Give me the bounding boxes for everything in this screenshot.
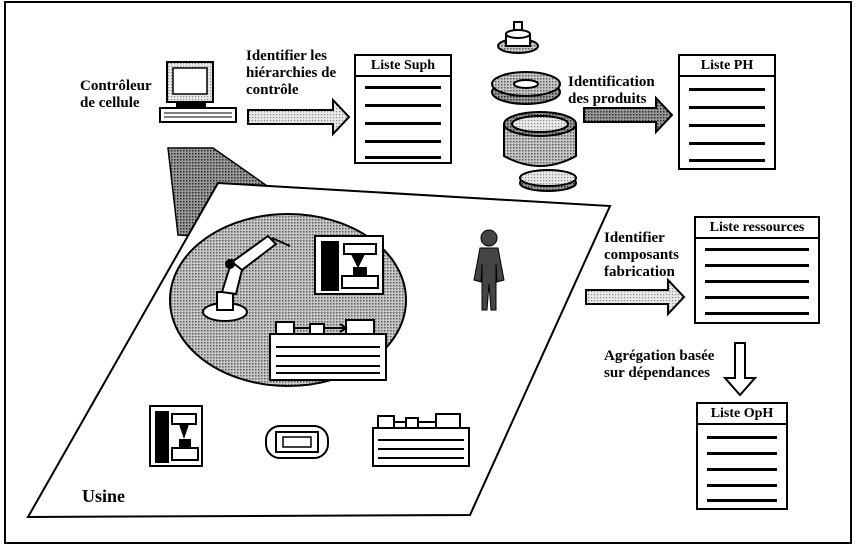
list-suph: Liste Suph [354,54,452,164]
label-identify-components: Identifier composants fabrication [604,230,679,281]
list-line [365,86,441,89]
machine-tool-icon [314,235,384,295]
list-line [689,124,765,127]
product-parts-icon [491,21,577,192]
computer-icon [159,61,237,123]
list-title: Liste PH [680,56,774,77]
label-product-identification: Identification des produits [568,74,655,108]
list-line [705,264,809,267]
list-line [707,468,777,471]
label-line: hiérarchies de [246,65,337,81]
list-title: Liste ressources [696,218,818,239]
arrow-aggregation [722,342,758,397]
label-line: Identifier [604,230,665,246]
list-resources: Liste ressources [694,216,820,324]
list-line [705,248,809,251]
conveyor-icon-2 [372,413,470,467]
list-line [705,312,809,315]
arrow-components [585,277,686,317]
list-line [689,142,765,145]
list-ph: Liste PH [678,54,776,170]
conveyor-icon [269,319,387,381]
outer-frame [4,1,852,544]
list-line [365,122,441,125]
list-title: Liste OpH [698,404,786,425]
list-line [689,106,765,109]
label-identify-hierarchies: Identifier les hiérarchies de contrôle [246,48,336,99]
operator-icon [473,229,505,311]
label-line: de cellule [80,95,140,111]
list-line [705,280,809,283]
list-line [707,436,777,439]
list-line [707,484,777,487]
list-line [689,159,765,162]
label-line: Identification [568,74,655,90]
list-line [365,156,441,159]
list-line [707,499,777,502]
label-line: sur dépendances [604,365,710,381]
label-line: Contrôleur [80,78,152,94]
label-plant: Usine [82,486,126,506]
robot-arm-icon [202,234,291,322]
arrow-hierarchies [247,97,351,137]
label-line: contrôle [246,82,299,98]
label-line: Identifier les [246,48,327,64]
label-line: des produits [568,91,647,107]
label-line: fabrication [604,264,675,280]
arrow-products [583,95,674,135]
list-line [689,88,765,91]
storage-icon [265,425,329,459]
list-line [365,140,441,143]
list-title: Liste Suph [356,56,450,77]
label-aggregation: Agrégation basée sur dépendances [604,348,714,382]
list-oph: Liste OpH [696,402,788,510]
label-line: composants [604,247,680,263]
label-line: Agrégation basée [604,348,715,364]
list-line [707,452,777,455]
machine-tool-icon-2 [149,405,203,467]
list-line [365,104,441,107]
list-line [705,296,809,299]
label-cell-controller: Contrôleur de cellule [80,78,152,112]
